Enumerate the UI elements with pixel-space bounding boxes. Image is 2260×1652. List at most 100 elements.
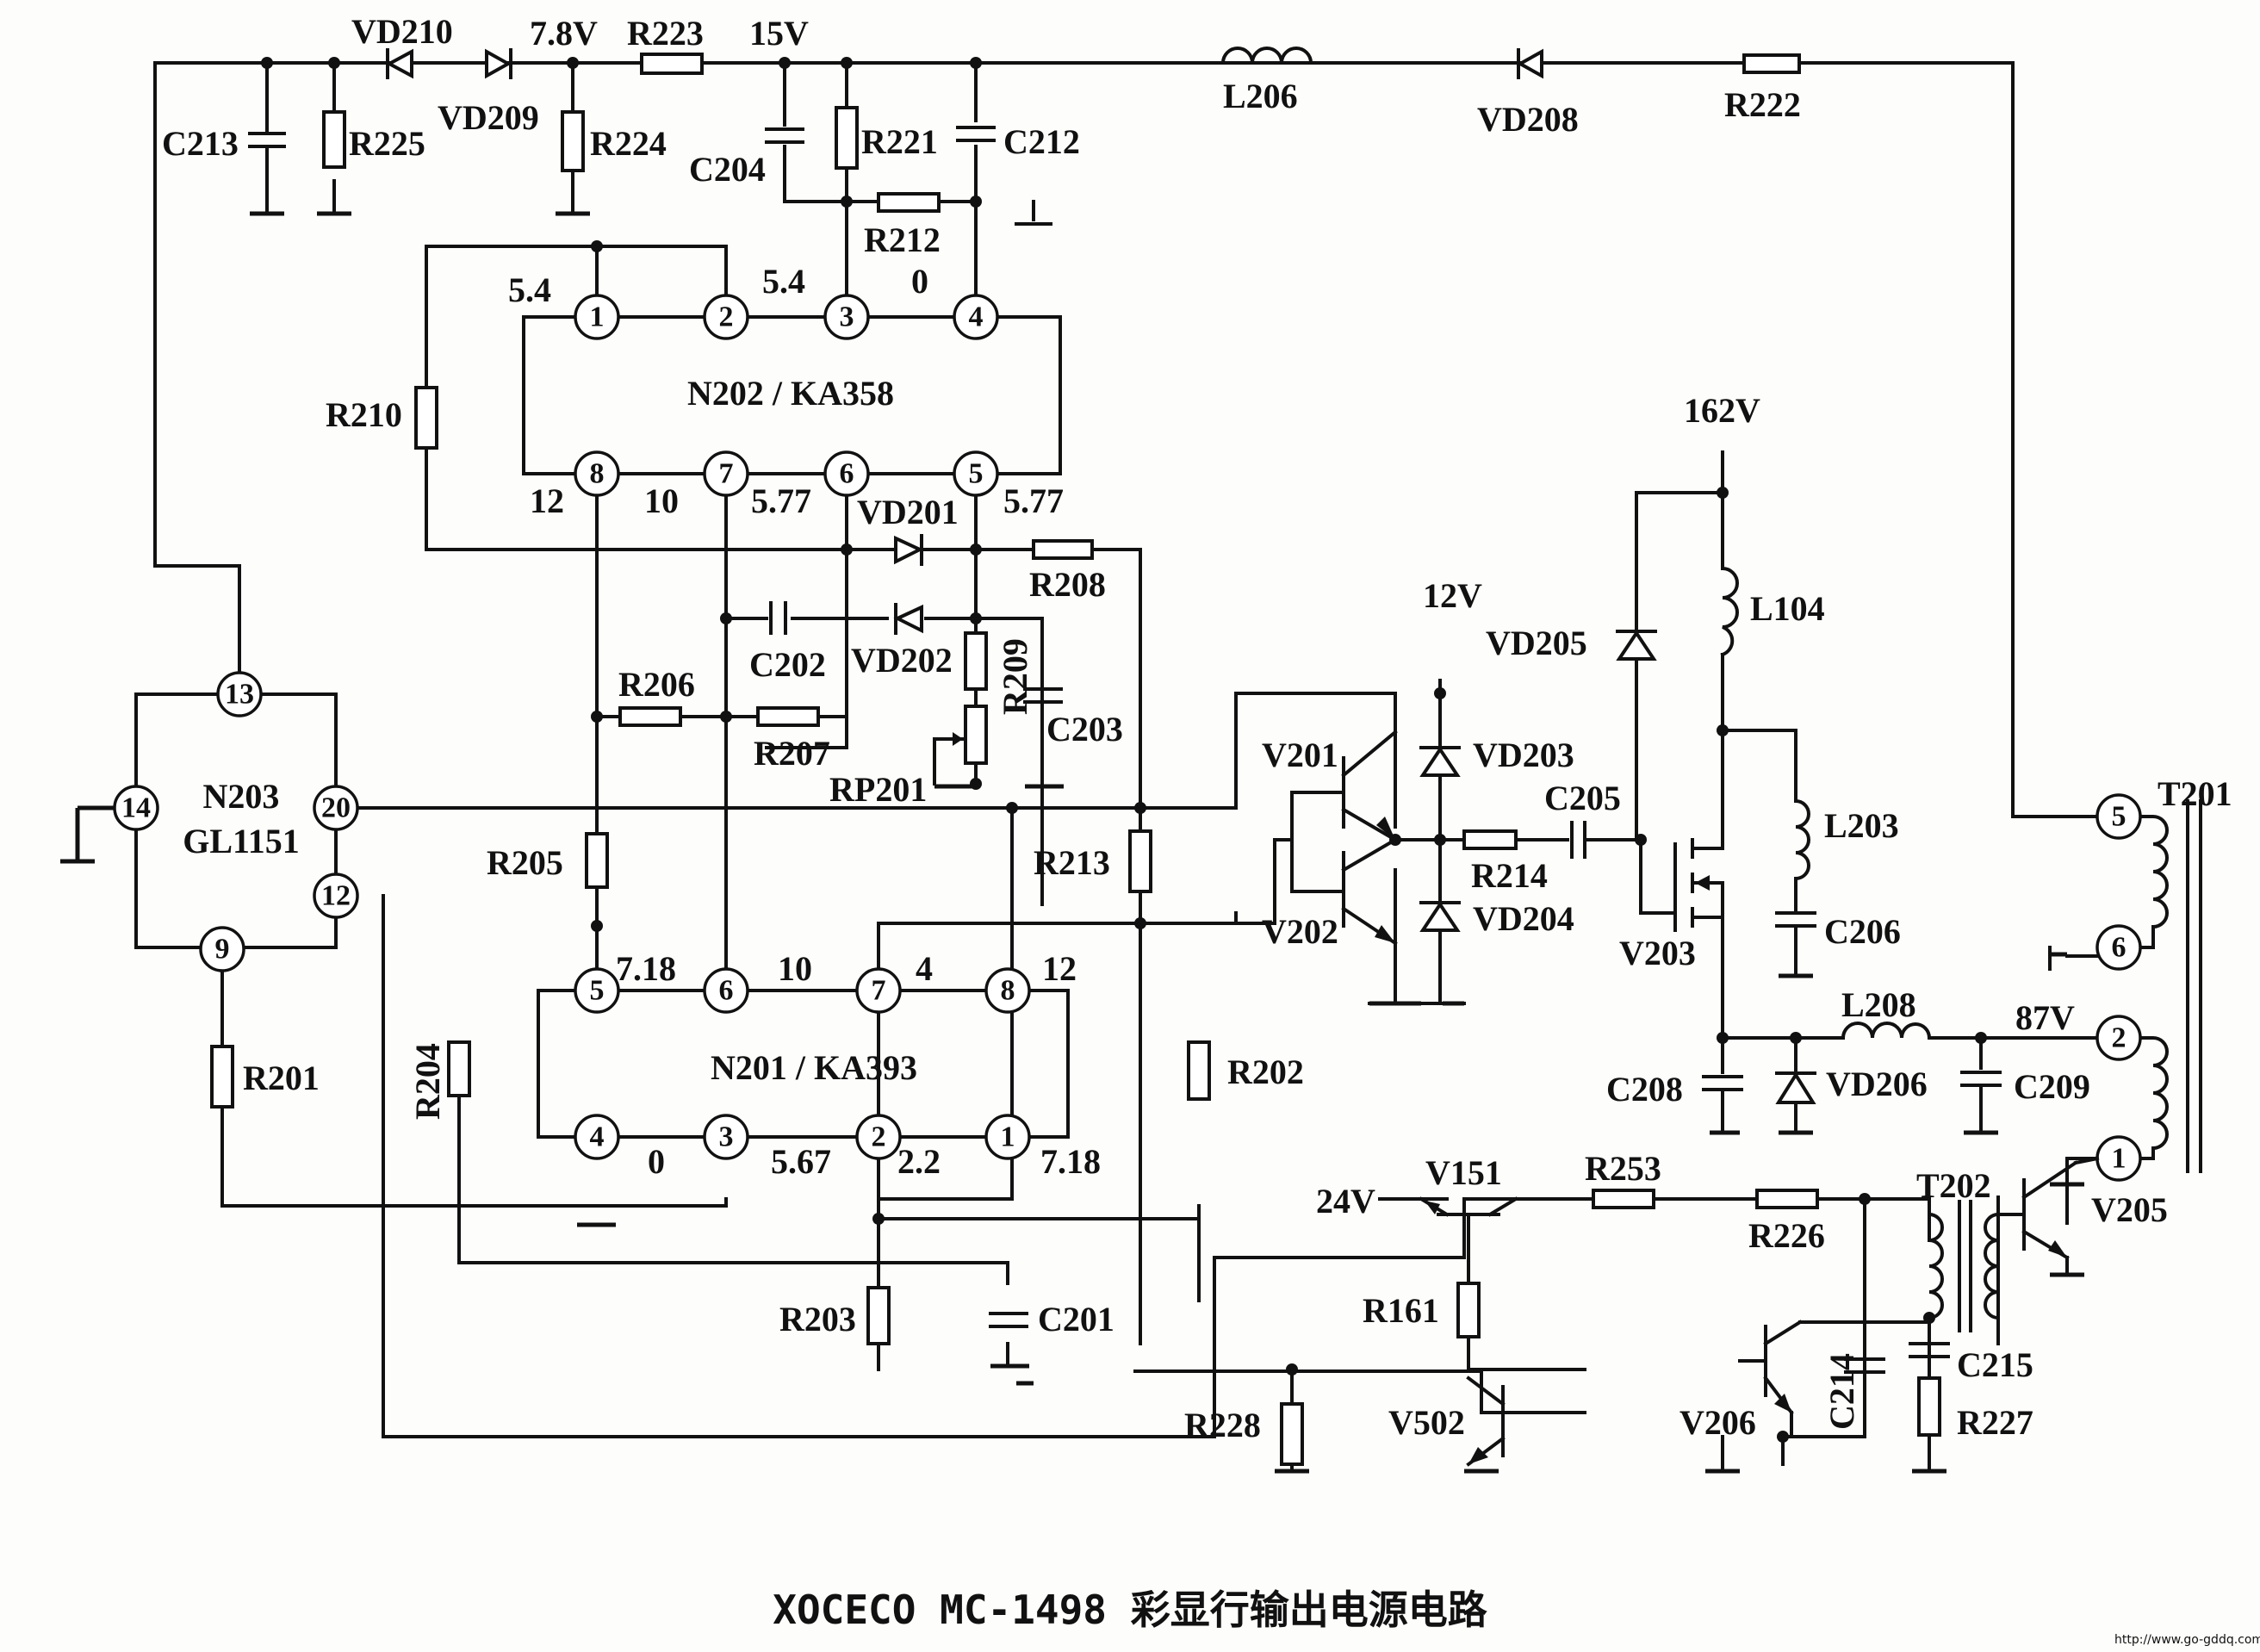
resistor-r207 — [756, 706, 820, 727]
transistor-v151 — [1419, 1196, 1518, 1268]
potentiometer-rp201 — [941, 705, 988, 765]
label-c204: C204 — [689, 150, 766, 189]
label-c209: C209 — [2014, 1067, 2090, 1106]
n201-pin2: 2 — [872, 1121, 886, 1153]
diode-vd209 — [485, 48, 512, 79]
n202-pin5: 5 — [969, 458, 984, 490]
resistor-r204 — [447, 1040, 471, 1097]
n203-pin13: 13 — [225, 679, 254, 711]
resistor-r221 — [835, 106, 859, 170]
n202-p7-voltage: 10 — [644, 481, 679, 520]
resistor-r222 — [1742, 53, 1801, 74]
label-r228: R228 — [1184, 1406, 1261, 1444]
label-r214: R214 — [1471, 856, 1548, 895]
cap-c204 — [765, 127, 804, 144]
label-c206: C206 — [1824, 912, 1901, 951]
label-c203: C203 — [1046, 710, 1123, 748]
label-r203: R203 — [779, 1300, 856, 1338]
cap-c215 — [1909, 1342, 1950, 1358]
resistor-r206 — [618, 706, 682, 727]
label-r223: R223 — [627, 14, 704, 53]
figure-caption: XOCECO MC-1498 彩显行输出电源电路 — [773, 1587, 1487, 1633]
n203-name: N203 — [203, 777, 280, 816]
resistor-r205 — [585, 832, 609, 889]
cap-c212 — [956, 126, 996, 142]
diode-vd203 — [1419, 746, 1461, 777]
cap-c209 — [1960, 1071, 2002, 1134]
inductor-l104 — [1720, 566, 1739, 657]
label-vd206: VD206 — [1826, 1065, 1928, 1103]
n201-p4-voltage: 0 — [648, 1142, 665, 1181]
transistor-v203 — [1639, 834, 1724, 932]
n201-p1-voltage: 7.18 — [1040, 1142, 1101, 1181]
label-c212: C212 — [1003, 122, 1080, 161]
n201-pin5: 5 — [590, 975, 605, 1007]
n203-body — [134, 692, 338, 949]
label-15v: 15V — [749, 14, 809, 53]
diode-vd202 — [893, 603, 923, 635]
label-r226: R226 — [1748, 1216, 1825, 1255]
label-24v: 24V — [1316, 1182, 1375, 1220]
n202-p4-voltage: 0 — [911, 262, 928, 301]
label-vd209: VD209 — [438, 98, 539, 137]
resistor-r203 — [866, 1286, 891, 1345]
label-vd204: VD204 — [1473, 899, 1574, 938]
resistor-r214 — [1462, 829, 1518, 850]
label-r204: R204 — [408, 1043, 447, 1120]
cap-c201 — [989, 1312, 1028, 1328]
label-l104: L104 — [1750, 589, 1825, 628]
n201-pin8: 8 — [1001, 975, 1015, 1007]
n201-p6-voltage: 10 — [778, 949, 812, 988]
label-vd208: VD208 — [1477, 100, 1579, 139]
n202-p8-voltage: 12 — [530, 481, 564, 520]
label-v205: V205 — [2091, 1190, 2168, 1229]
label-r225: R225 — [349, 124, 425, 163]
n202-pin7: 7 — [719, 458, 734, 490]
t201-pin6: 6 — [2112, 932, 2127, 964]
label-r212: R212 — [864, 220, 941, 259]
transistor-v502 — [1466, 1376, 1586, 1467]
label-c201: C201 — [1038, 1300, 1114, 1338]
t201-pin1: 1 — [2112, 1143, 2127, 1175]
n202-p5-voltage: 5.77 — [1003, 481, 1064, 520]
resistor-r223 — [640, 53, 704, 75]
label-c213: C213 — [162, 124, 239, 163]
resistor-r209 — [964, 631, 988, 691]
label-c202: C202 — [749, 645, 826, 684]
label-r221: R221 — [861, 122, 938, 161]
transistor-v206 — [1738, 1320, 1931, 1438]
t201-pins — [2095, 793, 2142, 1182]
label-l208: L208 — [1841, 985, 1916, 1024]
resistor-r213 — [1128, 829, 1152, 893]
label-v206: V206 — [1679, 1403, 1756, 1442]
n201-pins — [574, 967, 1031, 1160]
label-r161: R161 — [1363, 1291, 1439, 1330]
cap-c205 — [1570, 821, 1586, 859]
n203-pin14: 14 — [121, 792, 151, 824]
label-r207: R207 — [754, 734, 830, 773]
n202-p3-voltage: 5.4 — [762, 262, 805, 301]
label-r206: R206 — [618, 665, 695, 704]
resistor-r225 — [322, 110, 346, 169]
resistor-r212 — [877, 192, 941, 213]
n201-pin1: 1 — [1001, 1121, 1015, 1153]
n203-pin20: 20 — [321, 792, 351, 824]
label-12v: 12V — [1423, 576, 1482, 615]
transistor-v205 — [1996, 1156, 2100, 1276]
label-r222: R222 — [1724, 85, 1801, 124]
label-87v: 87V — [2015, 998, 2075, 1037]
watermark-url: http://www.go-gddq.com — [2114, 1633, 2260, 1647]
label-v502: V502 — [1388, 1403, 1465, 1442]
diode-vd201 — [894, 534, 924, 566]
label-t201: T201 — [2158, 774, 2232, 813]
n202-name: N202 / KA358 — [687, 374, 894, 413]
label-l206: L206 — [1223, 77, 1298, 115]
n202-pin6: 6 — [840, 458, 854, 490]
n202-p6-voltage: 5.77 — [751, 481, 811, 520]
label-v151: V151 — [1425, 1153, 1502, 1192]
label-c208: C208 — [1606, 1070, 1683, 1109]
n202-pin4: 4 — [969, 301, 984, 333]
cap-c214 — [1844, 1357, 1885, 1438]
label-r224: R224 — [590, 124, 667, 163]
